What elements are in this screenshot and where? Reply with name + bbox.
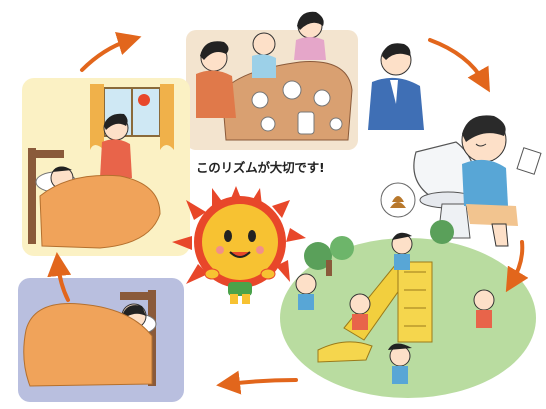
arrow-toilet-to-play <box>505 240 529 293</box>
arrow-breakfast-to-toilet <box>428 38 490 93</box>
child-sleeping-scene <box>18 278 184 402</box>
arrow-wake-to-breakfast <box>80 32 142 72</box>
playground-play-scene <box>280 220 536 398</box>
child-on-toilet-scene <box>380 115 542 247</box>
morning-wakeup-scene <box>22 78 190 256</box>
arrow-play-to-sleep <box>216 370 298 395</box>
family-breakfast-scene <box>186 11 424 150</box>
sun-mascot <box>172 186 306 304</box>
arrow-sleep-to-wake <box>47 252 72 302</box>
cycle-arrows <box>47 32 529 395</box>
rhythm-caption: このリズムが大切です! <box>196 160 325 175</box>
